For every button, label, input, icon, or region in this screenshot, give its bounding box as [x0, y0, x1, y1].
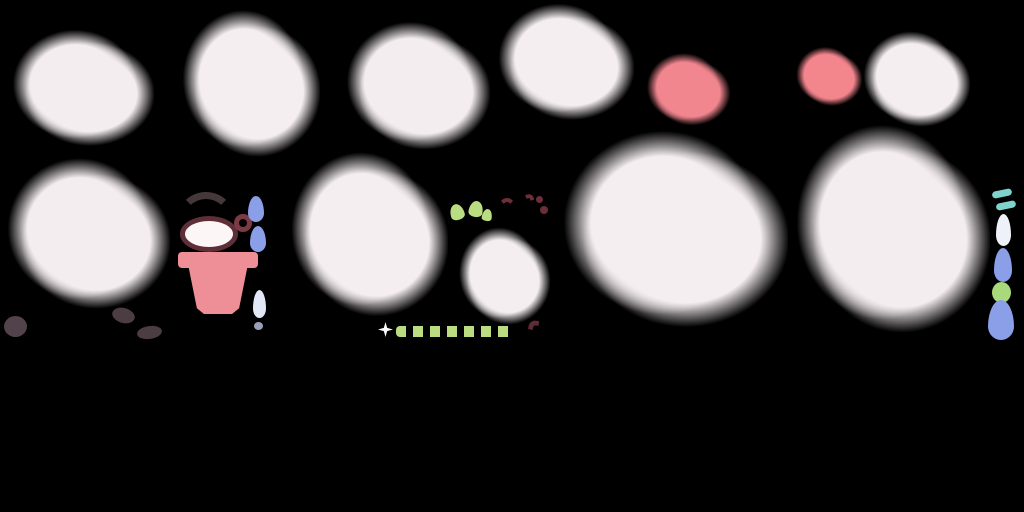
blue-droplet-3	[994, 248, 1012, 282]
pink-blob-small	[794, 46, 862, 108]
watercolor-blob-row2-small	[456, 226, 550, 328]
blue-droplet-1	[248, 196, 264, 222]
watercolor-blob-row2-4	[790, 122, 990, 340]
dark-pebble-2	[136, 324, 163, 341]
watercolor-blob-row2-1	[2, 156, 170, 314]
green-dash-line	[396, 326, 514, 337]
open-mouth	[180, 216, 238, 252]
blue-blob-small	[988, 300, 1014, 340]
maroon-mark-dot-1	[536, 196, 543, 203]
pink-blob-large	[644, 52, 730, 128]
blue-droplet-2	[250, 226, 266, 252]
grass-tuft	[448, 200, 496, 222]
watercolor-blob-row1-1	[8, 28, 154, 150]
small-gray-dot	[254, 322, 263, 330]
watercolor-blob-row1-4	[494, 2, 634, 124]
mouth-brow-arc	[178, 192, 234, 218]
green-blob-small	[992, 282, 1011, 303]
maroon-ring	[234, 214, 252, 232]
watercolor-blob-row2-2	[286, 150, 448, 322]
watercolor-blob-row1-3	[342, 20, 490, 154]
white-droplet	[996, 214, 1011, 246]
teal-dash-1	[991, 187, 1013, 200]
maroon-mark-arc-2	[517, 191, 539, 211]
maroon-mark-dot-2	[540, 206, 548, 214]
white-sparkle	[378, 322, 393, 337]
flower-pot	[178, 252, 258, 314]
teal-dash-2	[995, 199, 1017, 212]
watercolor-blob-row2-3	[556, 128, 788, 334]
pale-droplet	[253, 290, 266, 318]
watercolor-blob-row1-2	[178, 8, 320, 162]
dark-blob	[4, 316, 27, 337]
maroon-mark-arc-1	[498, 198, 516, 210]
watercolor-blob-row1-5	[860, 30, 970, 130]
